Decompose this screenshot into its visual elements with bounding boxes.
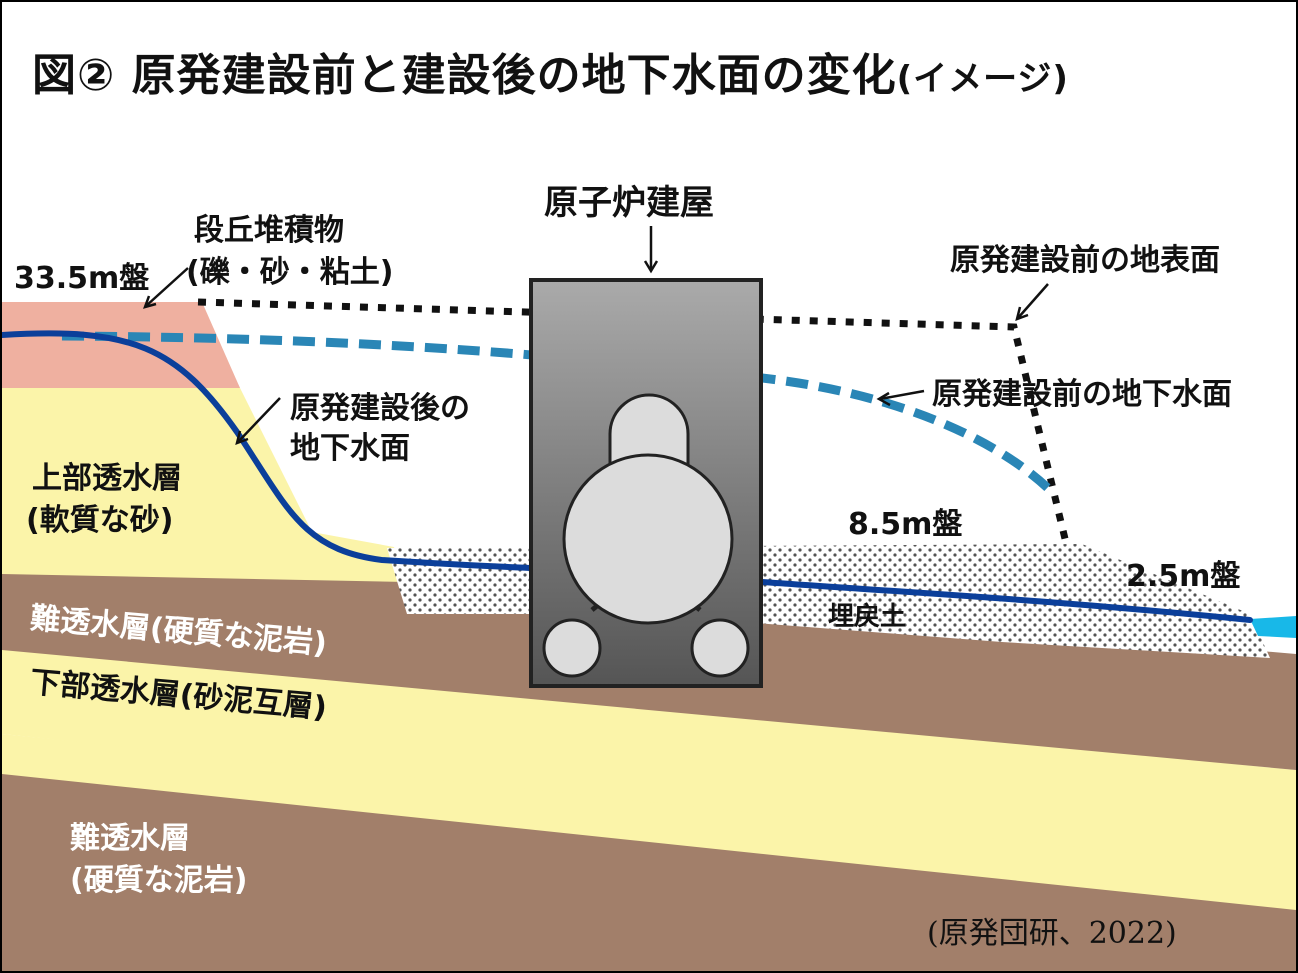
page-title: 図② 原発建設前と建設後の地下水面の変化(イメージ) (32, 40, 1069, 115)
title-main: 図② 原発建設前と建設後の地下水面の変化 (32, 50, 897, 101)
label-ground-33-5: 33.5m盤 (14, 261, 150, 296)
lower-aquifer-band (2, 644, 1296, 870)
arrow-pre-water (876, 389, 925, 407)
label-reactor-building: 原子炉建屋 (544, 183, 714, 223)
credit: (原発団研、2022) (927, 916, 1177, 951)
terrace-deposit (2, 302, 240, 388)
arrow-post-water (235, 397, 281, 445)
pre-surface-line (197, 298, 1071, 548)
arrow-33-5 (143, 267, 189, 309)
label-terrace-deposit-1: 段丘堆積物 (194, 213, 344, 248)
title-suffix: (イメージ) (896, 59, 1069, 99)
label-upper-aquifer-1: 上部透水層 (32, 461, 182, 496)
reactor-right-pool (690, 618, 750, 678)
label-aquiclude-2-1: 難透水層 (70, 821, 190, 856)
label-ground-2-5: 2.5m盤 (1126, 559, 1241, 594)
label-post-water-2: 地下水面 (290, 431, 410, 466)
upper-aquifer-sand (2, 384, 407, 582)
sea (1250, 616, 1296, 638)
lower-aquifer-bottom-band (2, 734, 1296, 910)
reactor-left-pool (542, 618, 602, 678)
label-aquiclude-2-2: (硬質な泥岩) (70, 863, 248, 898)
label-upper-aquifer-2: (軟質な砂) (26, 503, 174, 538)
label-terrace-deposit-2: (礫・砂・粘土) (186, 255, 394, 290)
label-ground-8-5: 8.5m盤 (848, 507, 963, 542)
label-post-water-1: 原発建設後の (290, 391, 470, 426)
arrow-reactor (643, 226, 659, 274)
arrows (143, 226, 1049, 445)
reactor-shape (542, 393, 750, 678)
arrow-pre-surface (1015, 283, 1049, 321)
label-pre-surface: 原発建設前の地表面 (950, 243, 1220, 278)
label-pre-water: 原発建設前の地下水面 (932, 377, 1232, 412)
post-water-line (2, 330, 1253, 623)
reactor-main-vessel (562, 453, 734, 625)
label-backfill: 埋戻土 (828, 602, 907, 632)
